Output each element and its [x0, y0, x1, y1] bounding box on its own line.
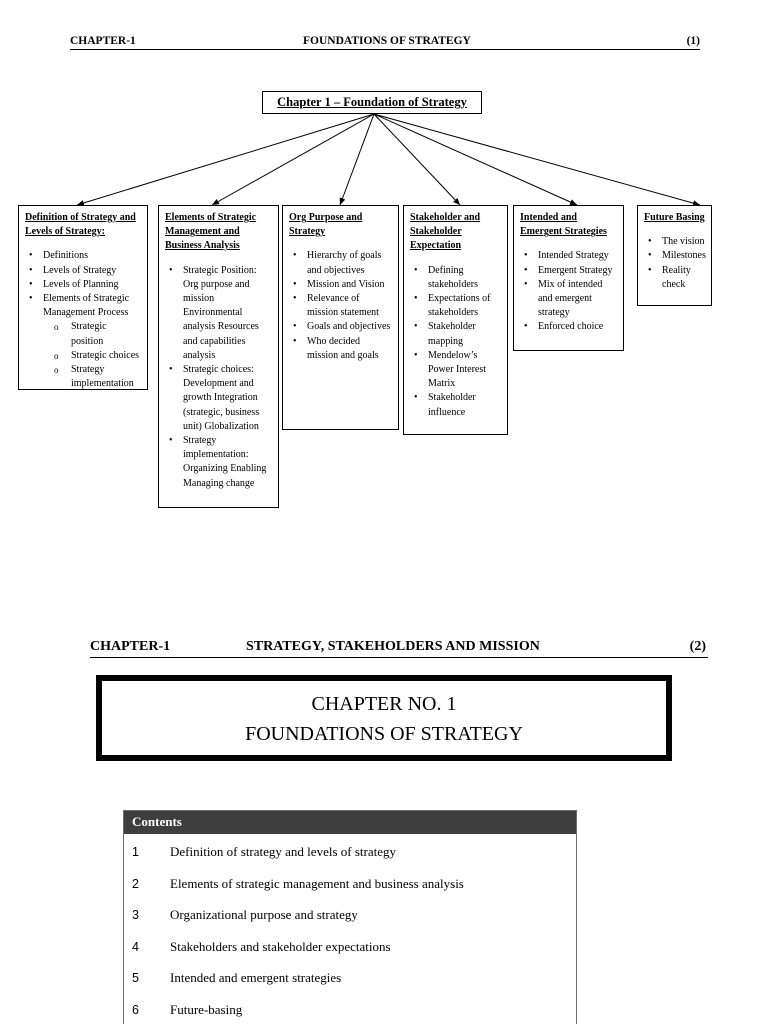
list-item: Reality check: [644, 264, 705, 292]
contents-row-number: 2: [132, 876, 139, 891]
list-item: Levels of Planning: [25, 278, 141, 292]
chapter-name-title: FOUNDATIONS OF STRATEGY: [245, 723, 523, 745]
list-item: Strategic Position: Org purpose and miss…: [165, 264, 272, 363]
node-list: Definitions Levels of Strategy Levels of…: [25, 249, 141, 391]
connector-line: [211, 113, 375, 206]
chapter-number-title: CHAPTER NO. 1: [311, 693, 457, 715]
page1-header-center: FOUNDATIONS OF STRATEGY: [303, 35, 471, 47]
list-item: Levels of Strategy: [25, 264, 141, 278]
sub-list-item: Strategic position: [25, 320, 141, 348]
list-item: Relevance of mission statement: [289, 292, 392, 320]
list-item: Defining stakeholders: [410, 264, 501, 292]
list-item: Elements of Strategic Management Process: [25, 292, 141, 320]
page2-header: CHAPTER-1 STRATEGY, STAKEHOLDERS AND MIS…: [90, 638, 708, 658]
node-list: Strategic Position: Org purpose and miss…: [165, 264, 272, 491]
connector-line: [373, 113, 578, 206]
page2-header-page-number: (2): [689, 639, 706, 654]
contents-row-label: Definition of strategy and levels of str…: [170, 844, 396, 859]
node-list: Intended Strategy Emergent Strategy Mix …: [520, 249, 617, 334]
list-item: Intended Strategy: [520, 249, 617, 263]
contents-row-label: Intended and emergent strategies: [170, 970, 342, 985]
list-item: Milestones: [644, 249, 706, 263]
contents-row-label: Organizational purpose and strategy: [170, 907, 358, 922]
list-item: Expectations of stakeholders: [410, 292, 501, 320]
contents-row: 6 Future-basing: [124, 992, 576, 1024]
contents-row-label: Future-basing: [170, 1001, 243, 1017]
page2-header-center: STRATEGY, STAKEHOLDERS AND MISSION: [246, 639, 540, 654]
list-item: The vision: [644, 235, 705, 249]
node-list: Defining stakeholders Expectations of st…: [410, 264, 501, 420]
list-item: Who decided mission and goals: [289, 335, 392, 363]
list-item: Strategy implementation: Organizing Enab…: [165, 434, 272, 491]
contents-row-number: 3: [132, 908, 139, 922]
contents-row-number: 6: [132, 1002, 139, 1017]
list-item: Stakeholder mapping: [410, 320, 501, 348]
page1-header: CHAPTER-1 FOUNDATIONS OF STRATEGY (1): [70, 34, 700, 50]
connector-line: [339, 113, 375, 206]
contents-row-label: Elements of strategic management and bus…: [170, 875, 464, 891]
connector-line: [76, 113, 375, 206]
list-item: Mix of intended and emergent strategy: [520, 278, 617, 321]
contents-row: 4 Stakeholders and stakeholder expectati…: [124, 929, 576, 961]
contents-row: 5 Intended and emergent strategies: [124, 960, 576, 992]
sub-list-item: Strategy implementation: [25, 363, 141, 391]
list-item: Goals and objectives: [289, 320, 392, 334]
page1-header-page-number: (1): [686, 35, 700, 47]
contents-row-number: 5: [132, 971, 139, 985]
node-list: Hierarchy of goals and objectives Missio…: [289, 249, 392, 363]
contents-row-number: 1: [132, 845, 139, 859]
connector-line: [373, 113, 461, 206]
contents-row: 2 Elements of strategic management and b…: [124, 866, 576, 898]
list-item: Hierarchy of goals and objectives: [289, 249, 392, 277]
contents-row-label: Stakeholders and stakeholder expectation…: [170, 938, 391, 954]
node-list: The vision Milestones Reality check: [644, 235, 706, 292]
page2-header-left: CHAPTER-1: [90, 639, 171, 654]
page1-header-left: CHAPTER-1: [70, 35, 136, 47]
node-future-basing: Future Basing The vision Milestones Real…: [637, 205, 712, 306]
list-item: Mendelow’s Power Interest Matrix: [410, 349, 501, 392]
contents-heading: Contents: [124, 811, 576, 834]
chapter-title-frame: CHAPTER NO. 1 FOUNDATIONS OF STRATEGY: [96, 675, 672, 761]
contents-table: Contents 1 Definition of strategy and le…: [123, 810, 577, 1024]
list-item: Stakeholder influence: [410, 391, 501, 419]
connector-line: [373, 113, 701, 207]
mindmap-connectors: [76, 113, 701, 207]
list-item: Definitions: [25, 249, 141, 263]
list-item: Emergent Strategy: [520, 264, 617, 278]
contents-row-number: 4: [132, 939, 139, 954]
contents-row: 3 Organizational purpose and strategy: [124, 897, 576, 929]
list-item: Strategic choices: Development and growt…: [165, 363, 272, 434]
list-item: Enforced choice: [520, 320, 617, 334]
contents-row: 1 Definition of strategy and levels of s…: [124, 834, 576, 866]
mindmap-root-box: Chapter 1 – Foundation of Strategy: [262, 91, 482, 114]
sub-list-item: Strategic choices: [25, 349, 141, 363]
node-title: Future Basing: [644, 212, 705, 223]
list-item: Mission and Vision: [289, 278, 392, 292]
